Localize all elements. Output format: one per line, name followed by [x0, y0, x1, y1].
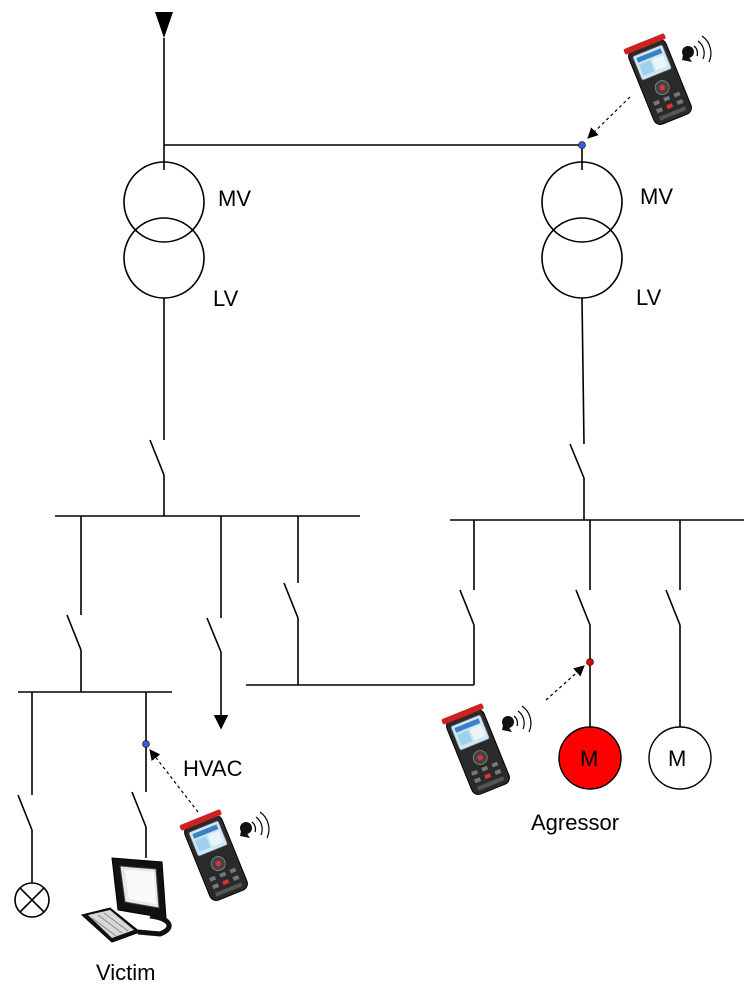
left-transformer-icon: [123, 161, 205, 299]
motor-2-switch-icon: [665, 589, 681, 626]
left-mv-label: MV: [218, 186, 251, 211]
victim-measurement-point: [142, 740, 150, 748]
wireless-signal-icon: [501, 705, 532, 733]
mv-probe-link: [587, 96, 631, 139]
supply-arrow-icon: [155, 12, 173, 38]
aggressor-motor-label: M: [580, 746, 598, 771]
right-main-switch-icon: [569, 443, 585, 479]
aggressor-switch-icon: [575, 589, 591, 626]
branch-1-switch-icon: [66, 614, 82, 651]
hvac-label: HVAC: [183, 756, 243, 781]
aggressor-motor-icon: [558, 726, 622, 790]
lamp-switch-icon: [17, 794, 33, 831]
left-main-switch-icon: [149, 439, 165, 476]
mv-measurement-point: [578, 141, 586, 149]
aggressor-measurement-point: [586, 658, 594, 666]
motor-icon: [648, 726, 712, 790]
victim-probe-link: [149, 749, 199, 813]
aggressor-probe-link: [545, 665, 585, 701]
right-mv-label: MV: [640, 184, 673, 209]
wireless-signal-icon: [239, 811, 270, 839]
aggressor-label: Agressor: [531, 810, 619, 835]
right-transformer-icon: [541, 161, 623, 299]
computer-icon: [80, 857, 172, 943]
right-lv-label: LV: [636, 285, 662, 310]
lamp-icon: [14, 882, 50, 918]
analyzer-device-icon: [440, 702, 514, 798]
motor-2-label: M: [668, 746, 686, 771]
hvac-switch-icon: [206, 617, 222, 653]
right-tie-switch-icon: [459, 589, 475, 626]
tie-switch-icon: [283, 582, 299, 619]
right-lv-feeder: [581, 297, 585, 445]
wireless-signal-icon: [681, 35, 712, 63]
victim-label: Victim: [96, 960, 156, 985]
analyzer-device-icon: [178, 808, 252, 904]
victim-switch-icon: [131, 791, 147, 828]
left-lv-label: LV: [213, 286, 239, 311]
